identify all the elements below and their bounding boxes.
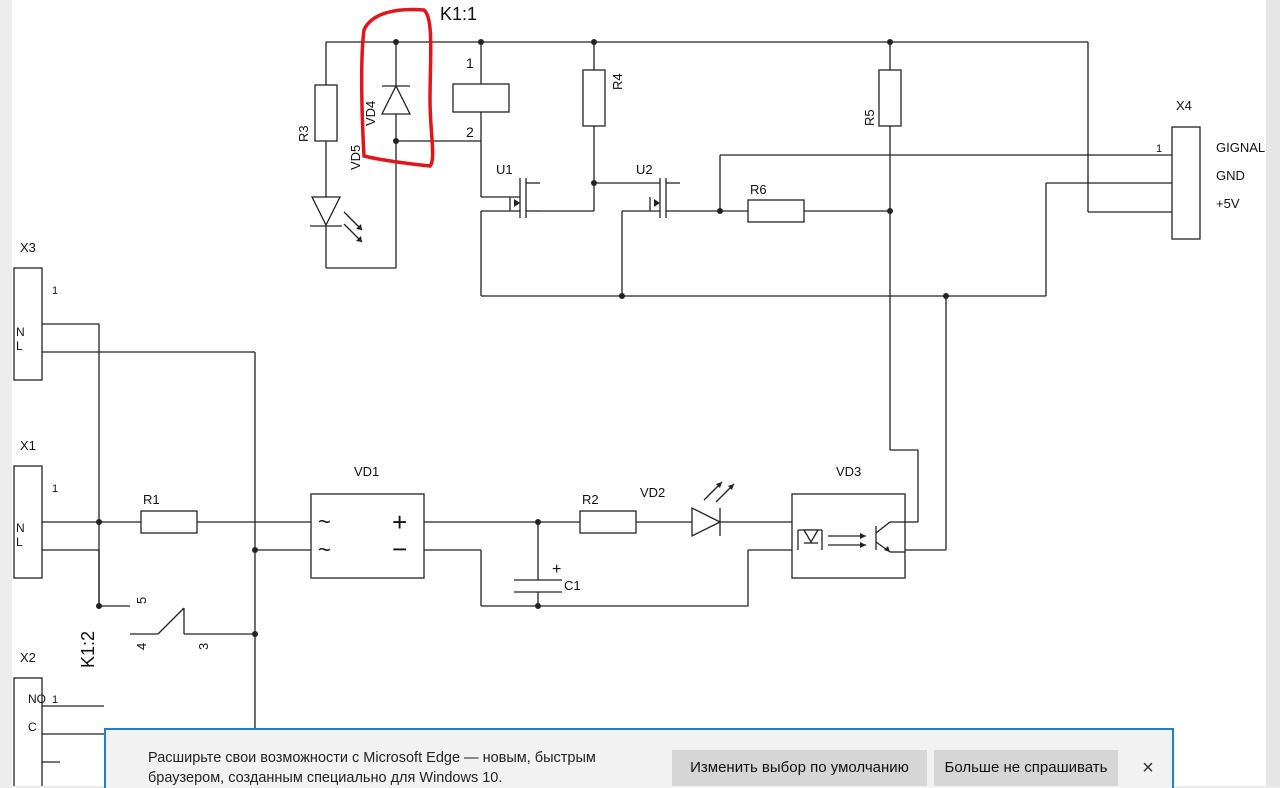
- vd2-led: [691, 481, 735, 538]
- vd1-ac1-label: ~: [318, 509, 331, 534]
- vd3-internals: [797, 521, 905, 553]
- r5-label: R5: [862, 109, 877, 126]
- vd5-led: [310, 196, 363, 243]
- vd1-ac2-label: ~: [318, 537, 331, 562]
- x1-label: X1: [20, 438, 36, 453]
- close-icon[interactable]: ×: [1134, 754, 1162, 782]
- r4-label: R4: [610, 73, 625, 90]
- sw-pin5-label: 5: [134, 597, 149, 604]
- r6-label: R6: [750, 182, 767, 197]
- x4-gnd-label: GND: [1216, 168, 1245, 183]
- r3-label: R3: [296, 125, 311, 142]
- vd4-highlight-annotation: [359, 7, 435, 168]
- coil-pin1-label: 1: [466, 55, 474, 71]
- r2-label: R2: [582, 492, 599, 507]
- k1-1-label: K1:1: [440, 4, 477, 24]
- x2-no-label: NO: [28, 692, 46, 706]
- c1-capacitor: [514, 579, 562, 593]
- x1-n-label: N: [16, 521, 25, 535]
- x3-pin1-label: 1: [52, 285, 58, 297]
- r4-resistor: [582, 69, 606, 127]
- x1-l-label: L: [16, 535, 23, 549]
- r1-resistor: [140, 510, 198, 534]
- coil-pin2-label: 2: [466, 124, 474, 140]
- top-rail-wires: [325, 41, 1172, 213]
- dont-ask-again-button[interactable]: Больше не спрашивать: [934, 750, 1118, 786]
- x2-c-label: C: [28, 720, 37, 734]
- banner-message: Расширьте свои возможности с Microsoft E…: [148, 750, 596, 786]
- vd1-plus-label: +: [392, 507, 407, 537]
- vd3-label: VD3: [836, 464, 861, 479]
- x3-label: X3: [20, 240, 36, 255]
- x3-n-label: N: [16, 325, 25, 339]
- vd4-label: VD4: [363, 101, 378, 126]
- x4-connector: [1171, 126, 1201, 240]
- c1-plus-label: +: [552, 561, 561, 578]
- x2-label: X2: [20, 650, 36, 665]
- x3-l-label: L: [16, 339, 23, 353]
- c1-label: C1: [564, 578, 581, 593]
- x2-connector: [13, 677, 43, 786]
- x1-pin1-label: 1: [52, 483, 58, 495]
- relay-coil: [452, 83, 510, 113]
- vd5-label: VD5: [348, 145, 363, 170]
- u1-mosfet: [481, 178, 594, 218]
- vd2-label: VD2: [640, 485, 665, 500]
- u1-label: U1: [496, 162, 513, 177]
- r1-label: R1: [143, 492, 160, 507]
- x2-pin1-label: 1: [52, 694, 58, 706]
- sw-pin3-label: 3: [196, 643, 211, 650]
- vd1-minus-label: −: [392, 534, 407, 564]
- junction-dots: [96, 39, 949, 637]
- x3-connector: [13, 267, 43, 381]
- document-page: [12, 0, 1266, 786]
- r3-resistor: [314, 84, 338, 142]
- k1-2-label: K1:2: [78, 631, 98, 668]
- r6-resistor: [747, 199, 805, 223]
- r5-resistor: [878, 69, 902, 127]
- x4-label: X4: [1176, 98, 1192, 113]
- edge-promo-banner: Расширьте свои возможности с Microsoft E…: [104, 728, 1174, 788]
- x4-pin1-label: 1: [1156, 143, 1162, 155]
- vd1-label: VD1: [354, 464, 379, 479]
- u2-label: U2: [636, 162, 653, 177]
- r2-resistor: [579, 510, 637, 534]
- x4-5v-label: +5V: [1216, 196, 1240, 211]
- vd1-bridge: [310, 493, 425, 579]
- x4-signal-label: GIGNAL: [1216, 140, 1265, 155]
- change-default-button[interactable]: Изменить выбор по умолчанию: [672, 750, 927, 786]
- u2-mosfet: [594, 178, 748, 218]
- scrollbar[interactable]: [1266, 0, 1280, 786]
- sw-pin4-label: 4: [134, 643, 149, 650]
- vd4-diode: [380, 84, 412, 115]
